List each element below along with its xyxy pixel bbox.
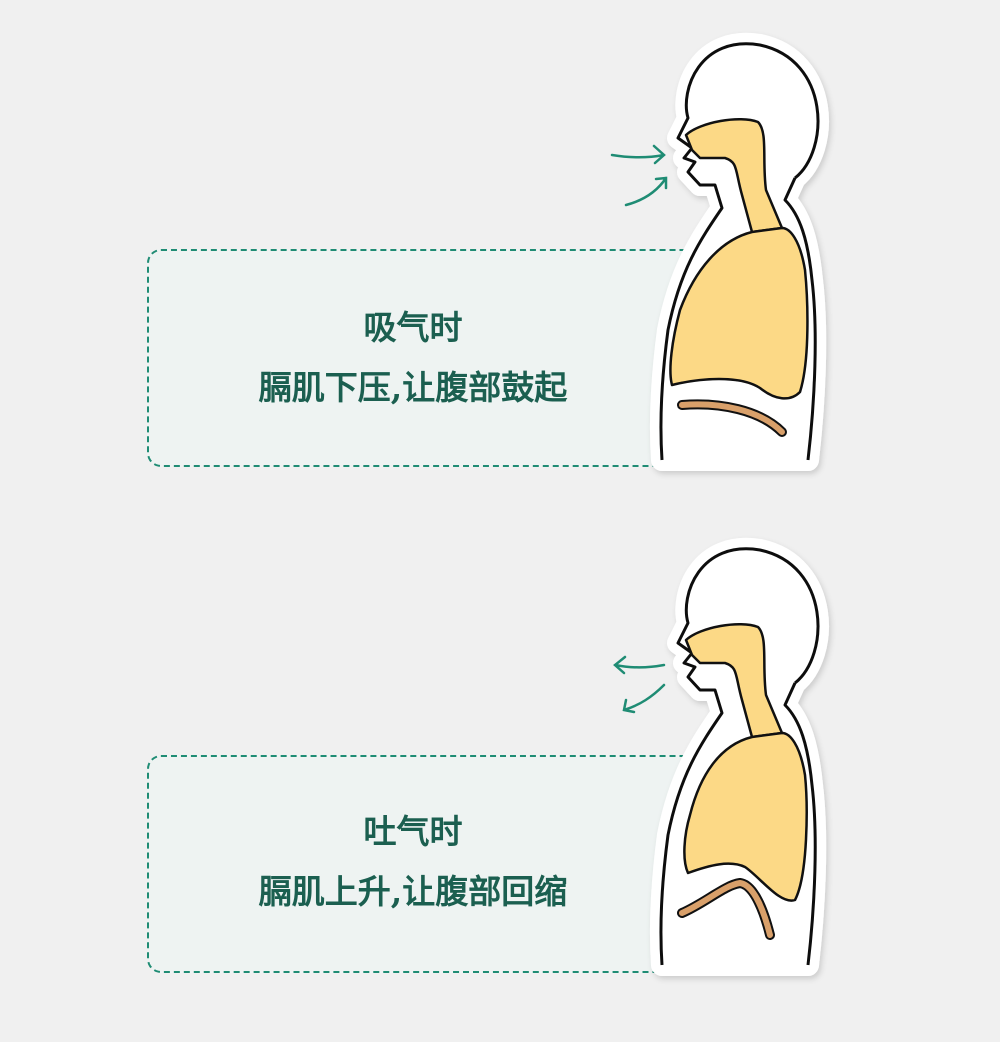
airway xyxy=(684,623,784,739)
inhale-arrow-icon xyxy=(610,144,668,207)
lungs xyxy=(683,731,808,902)
inhale-text: 吸气时 膈肌下压,让腹部鼓起 xyxy=(147,298,679,418)
inhale-figure xyxy=(610,44,818,460)
lungs xyxy=(669,226,809,400)
airway xyxy=(684,118,784,234)
exhale-text: 吐气时 膈肌上升,让腹部回缩 xyxy=(147,802,679,922)
inhale-caption: 膈肌下压,让腹部鼓起 xyxy=(258,368,568,407)
inhale-title: 吸气时 xyxy=(363,308,463,347)
exhale-arrow-icon xyxy=(613,655,666,714)
exhale-caption: 膈肌上升,让腹部回缩 xyxy=(258,872,568,911)
exhale-figure xyxy=(613,549,818,965)
exhale-title: 吐气时 xyxy=(363,812,463,851)
